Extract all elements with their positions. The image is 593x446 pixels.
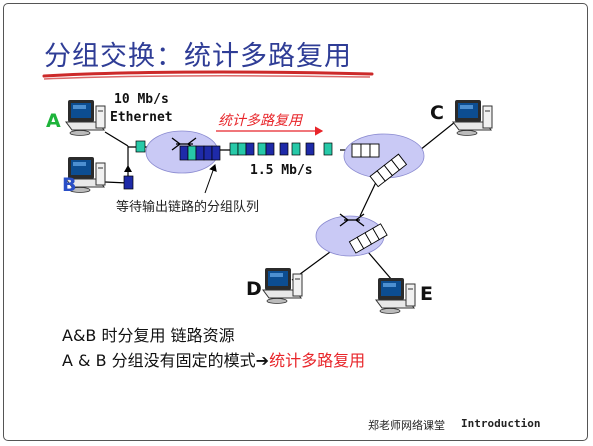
node-label-e: E	[420, 283, 433, 305]
node-label-a: A	[46, 110, 61, 132]
bullet-1: A&B 时分复用 链路资源	[62, 326, 235, 345]
computer-icon	[452, 99, 493, 136]
queue-caption: 等待输出链路的分组队列	[116, 200, 260, 215]
packet-a	[135, 140, 146, 153]
slide-frame	[3, 3, 588, 441]
router-right-queue	[351, 143, 408, 188]
bullet-2-text: A & B 分组没有固定的模式	[62, 351, 256, 370]
packet-b	[123, 175, 134, 190]
ethernet-rate: 10 Mb/s	[114, 92, 169, 107]
node-label-b: B	[62, 174, 77, 196]
footer-course: 郑老师网络课堂	[368, 419, 445, 432]
caption-pointer	[204, 164, 217, 194]
node-label-d: D	[246, 278, 262, 300]
trunk-rate: 1.5 Mb/s	[250, 163, 313, 178]
footer-chapter: Introduction	[461, 417, 541, 430]
link-label: 统计多路复用	[218, 113, 302, 129]
computer-icon	[65, 99, 106, 136]
router-bottom-queue	[348, 223, 388, 254]
slide-title: 分组交换：统计多路复用	[44, 41, 352, 72]
bullet-2-highlight: 统计多路复用	[269, 351, 366, 370]
computer-icon	[262, 267, 303, 304]
title-underline	[42, 70, 374, 78]
bullet-2: A & B 分组没有固定的模式➔统计多路复用	[62, 347, 365, 371]
arrow-right-icon: ➔	[255, 351, 270, 370]
ethernet-label: Ethernet	[110, 110, 173, 125]
computer-icon	[375, 277, 416, 314]
trunk-packets	[229, 142, 333, 156]
node-label-c: C	[430, 102, 444, 124]
router-left-queue	[179, 145, 221, 161]
